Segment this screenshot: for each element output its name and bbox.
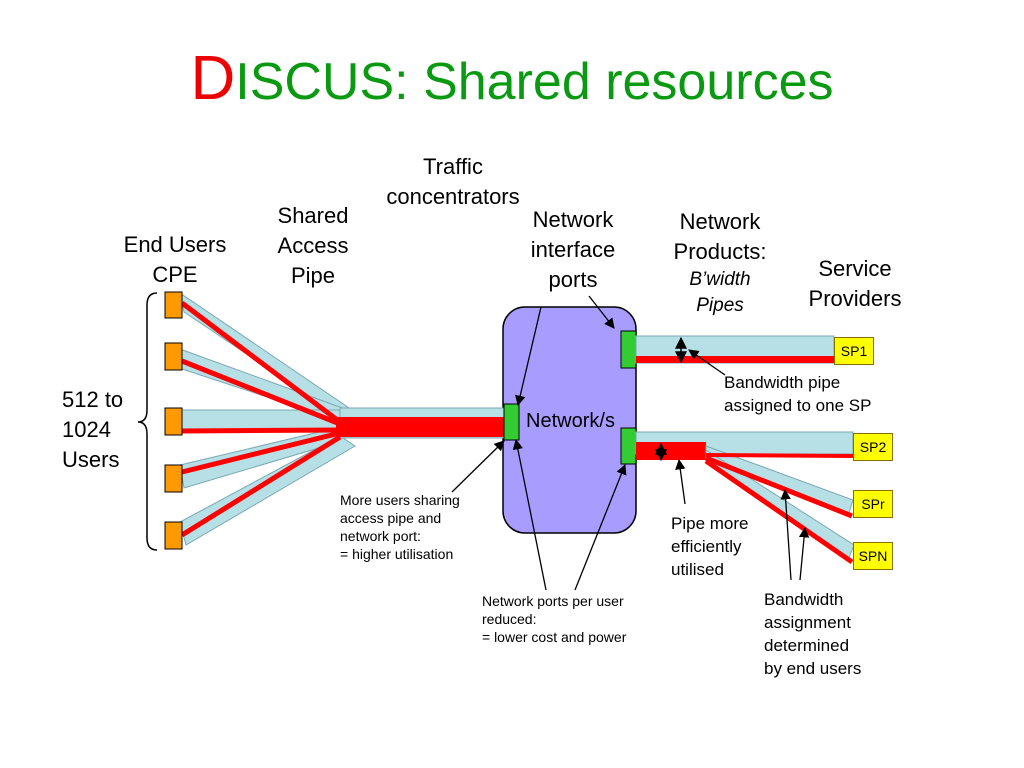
port-right-top — [620, 330, 637, 369]
pointer-arrows — [451, 295, 810, 591]
spr-box: SPr — [853, 490, 893, 518]
spr-line — [705, 455, 853, 519]
sp2-traffic — [636, 442, 706, 460]
service-providers-label: Service Providers — [808, 256, 902, 311]
cpe-box — [164, 407, 183, 436]
trunk-traffic — [336, 417, 506, 437]
cpe-box — [164, 464, 183, 493]
ports-per-user-note: Network ports per user reduced: = lower … — [482, 593, 627, 645]
traffic-concentrators-label: Traffic concentrators — [386, 154, 520, 209]
network-products-label: Network Products: B’width Pipes — [673, 209, 767, 316]
traffic-lines — [180, 301, 342, 538]
cpe-box — [164, 521, 183, 550]
port-left — [503, 403, 520, 441]
cpe-box — [164, 342, 183, 371]
network-ports-label: Network interface ports — [530, 207, 616, 292]
title-rest: ISCUS: Shared resources — [235, 53, 834, 111]
sp1-box: SP1 — [834, 337, 874, 365]
bandwidth-pipe-note: Bandwidth pipe assigned to one SP — [724, 373, 872, 415]
spn-box: SPN — [853, 542, 893, 570]
user-count-label: 512 to 1024 Users — [62, 387, 124, 472]
page-title: DISCUS: Shared resources — [0, 48, 1024, 110]
title-initial: D — [190, 44, 236, 113]
cpe-boxes — [164, 291, 183, 550]
more-users-note: More users sharing access pipe and netwo… — [340, 492, 460, 562]
pipe-efficient-note: Pipe more efficiently utilised — [671, 514, 749, 579]
bw-assignment-note: Bandwidth assignment determined by end u… — [764, 590, 862, 678]
sp1-traffic — [636, 356, 834, 363]
spn-line — [704, 458, 854, 565]
sp2-box: SP2 — [853, 433, 893, 461]
network-box-label: Network/s — [526, 410, 615, 432]
shared-pipe-label: Shared Access Pipe — [277, 203, 349, 288]
user-brace — [137, 292, 158, 551]
sp2-line — [705, 453, 854, 458]
cpe-box — [164, 291, 183, 319]
end-users-label: End Users CPE — [123, 232, 227, 287]
